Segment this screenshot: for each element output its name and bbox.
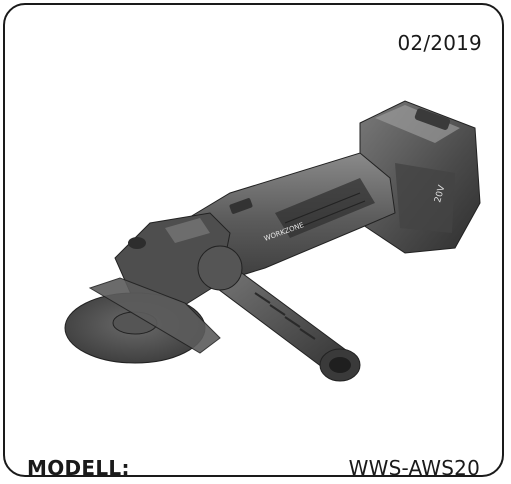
svg-text:20V: 20V (433, 183, 447, 203)
model-label: MODELL: (27, 456, 130, 480)
document-card: 02/2019 (3, 3, 504, 480)
side-handle (197, 245, 361, 382)
model-number: WWS-AWS20 (348, 456, 480, 480)
grinding-disc (64, 277, 221, 364)
issue-date: 02/2019 (397, 31, 482, 55)
angle-grinder-icon: 20V WORKZONE (64, 100, 481, 382)
